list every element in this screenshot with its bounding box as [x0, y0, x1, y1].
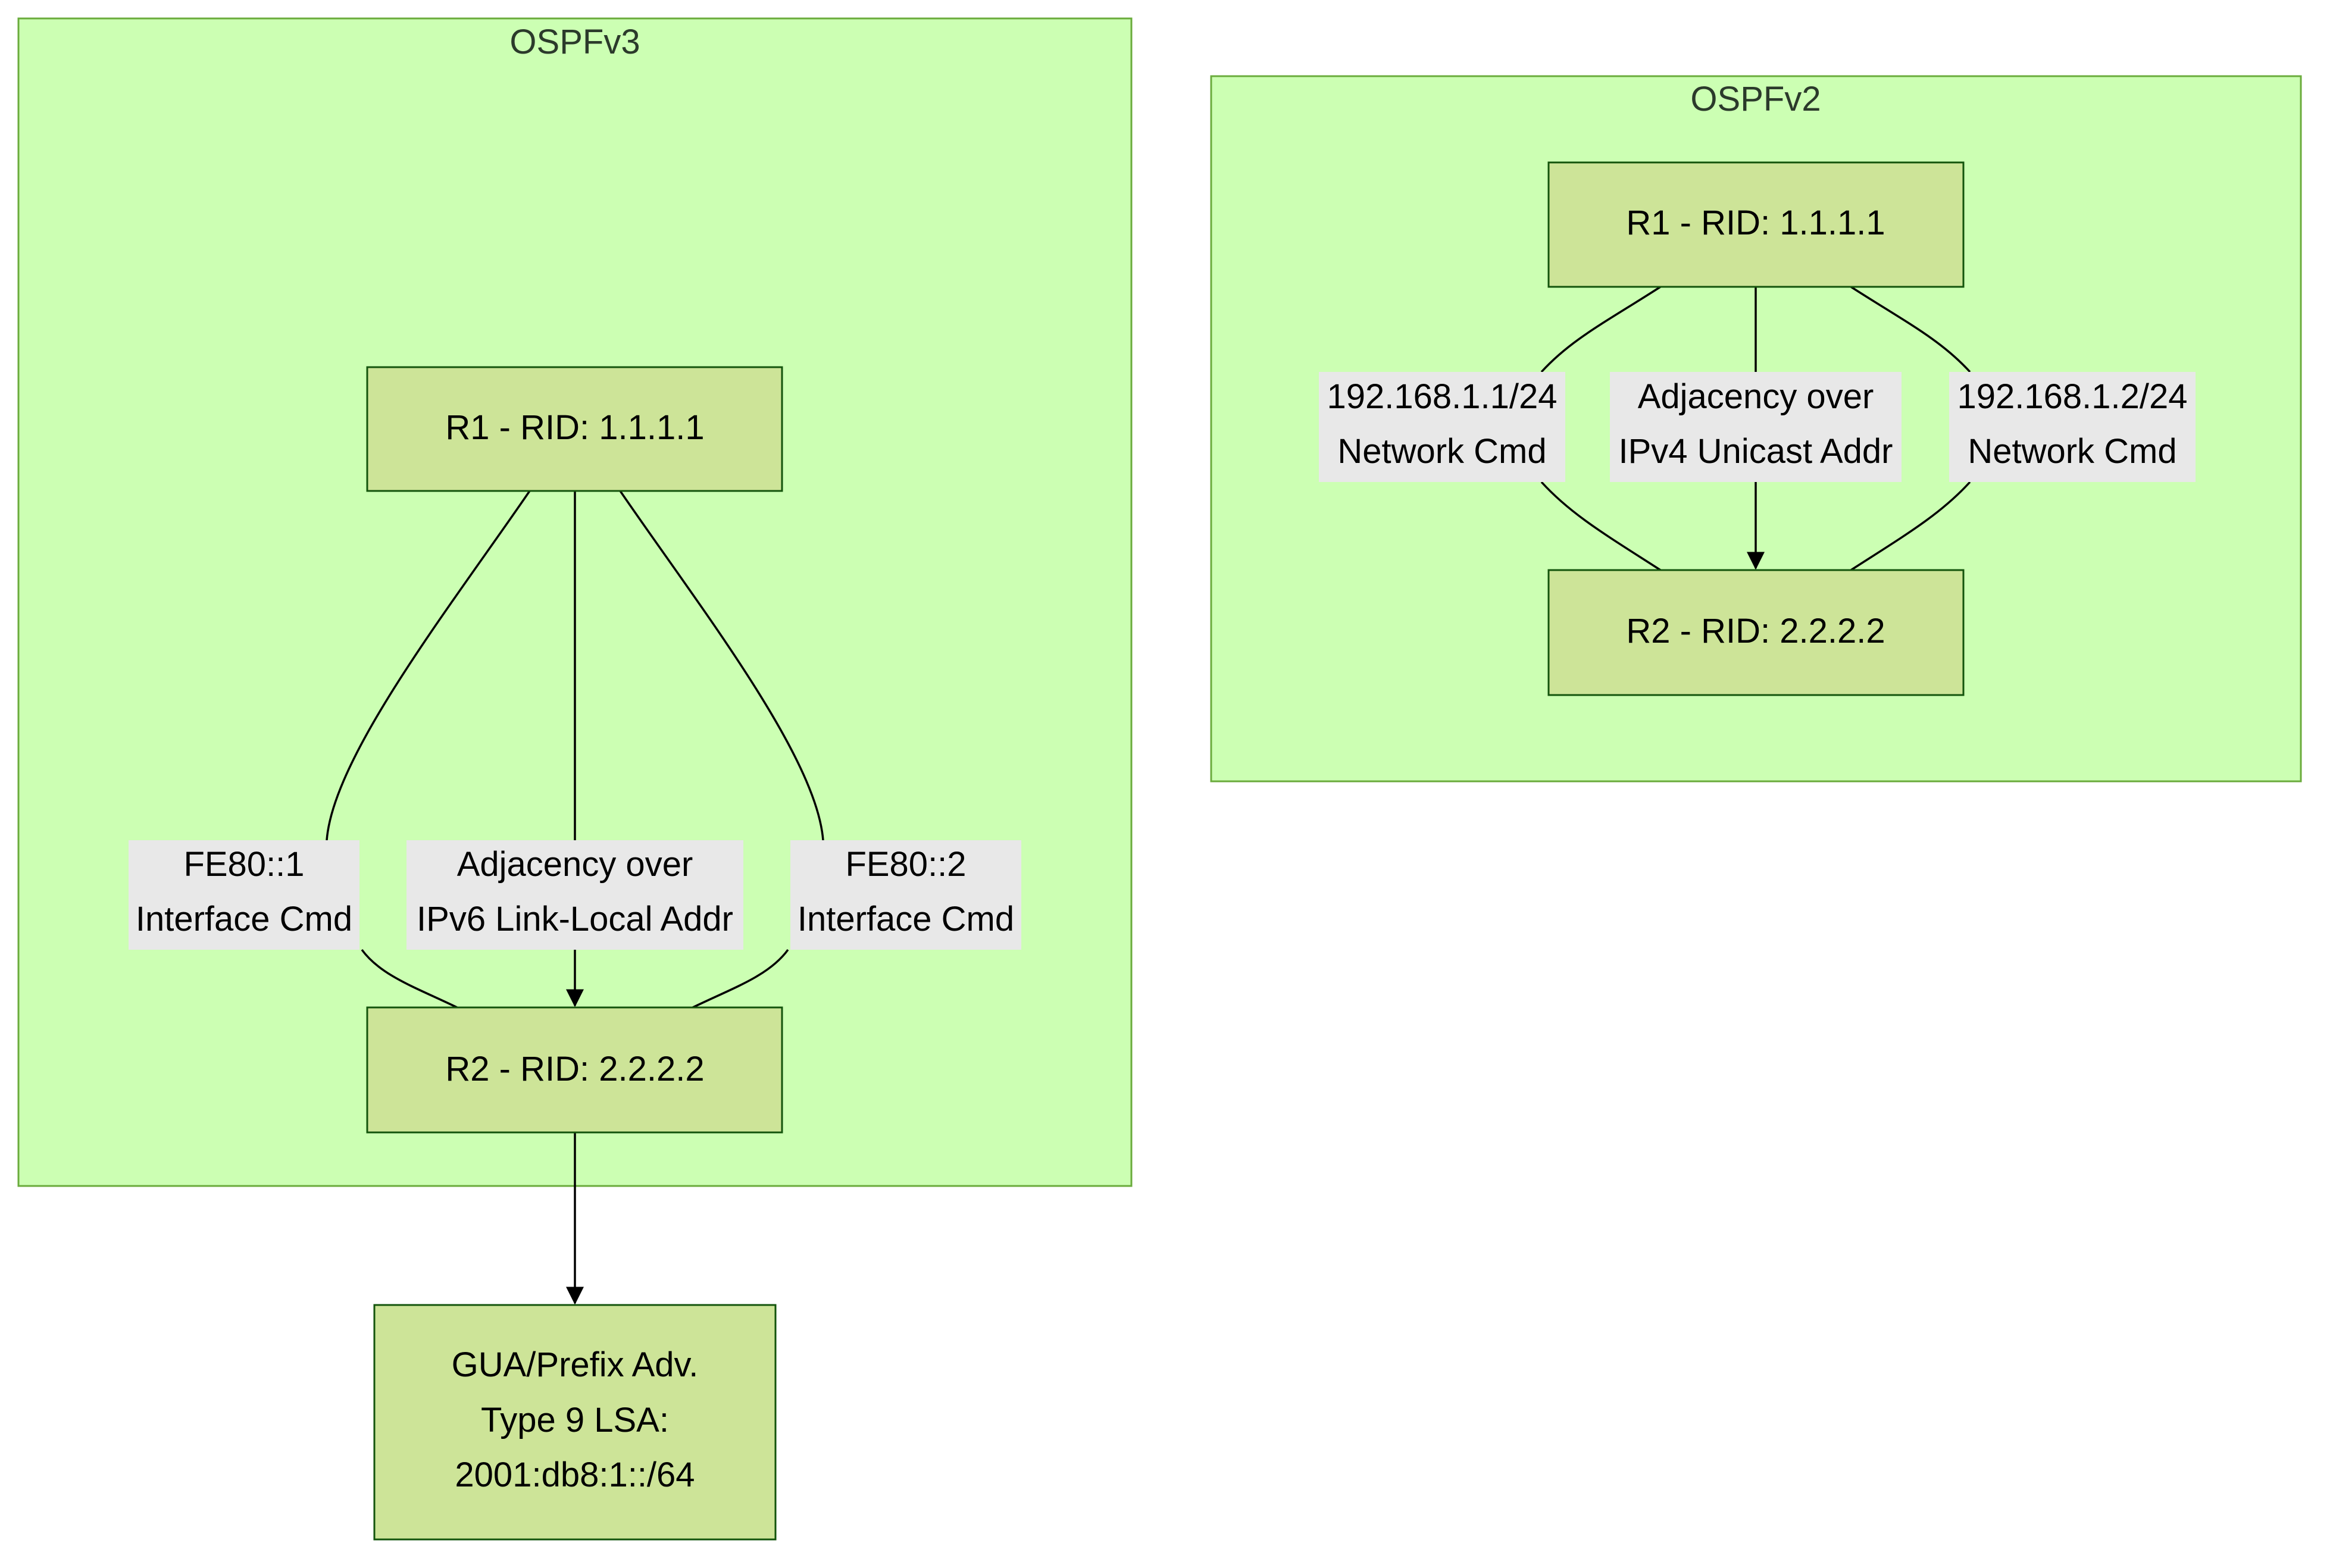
edge-label-v2-middle-line-1: Adjacency over — [1638, 377, 1874, 416]
node-v3-r1[interactable]: R1 - RID: 1.1.1.1 — [366, 366, 783, 492]
v2-edge-right — [1850, 286, 1971, 571]
node-gua-box[interactable] — [373, 1304, 777, 1541]
node-gua-line-2: Type 9 LSA: — [481, 1401, 669, 1439]
node-gua[interactable]: GUA/Prefix Adv. Type 9 LSA: 2001:db8:1::… — [373, 1304, 777, 1541]
node-v2-r2[interactable]: R2 - RID: 2.2.2.2 — [1547, 569, 1965, 696]
node-gua-line-1: GUA/Prefix Adv. — [452, 1345, 699, 1384]
v3-edge-left — [326, 490, 531, 1009]
ospfv2-edges — [1540, 286, 1971, 571]
node-v3-r1-box[interactable] — [366, 366, 783, 492]
node-v3-r2-label: R2 - RID: 2.2.2.2 — [445, 1050, 704, 1088]
edge-label-v2-right-line-1: 192.168.1.2/24 — [1957, 377, 2187, 416]
node-v3-r2-box[interactable] — [366, 1006, 783, 1134]
edge-label-v3-left: FE80::1 Interface Cmd — [129, 840, 359, 950]
cluster-ospfv3-title: OSPFv3 — [509, 23, 640, 61]
node-v2-r2-label: R2 - RID: 2.2.2.2 — [1626, 612, 1885, 650]
v2-edge-left — [1540, 286, 1661, 571]
edge-label-v2-right: 192.168.1.2/24 Network Cmd — [1949, 372, 2196, 482]
edge-label-v3-left-line-2: Interface Cmd — [136, 900, 352, 938]
edge-label-v2-middle: Adjacency over IPv4 Unicast Addr — [1610, 372, 1902, 482]
edge-label-v2-left-line-1: 192.168.1.1/24 — [1327, 377, 1557, 416]
edge-label-v3-middle-bg — [406, 840, 743, 950]
edge-label-v3-right-line-1: FE80::2 — [845, 845, 966, 884]
edge-label-v3-left-line-1: FE80::1 — [183, 845, 304, 884]
node-v2-r1-box[interactable] — [1547, 161, 1965, 288]
edge-label-v3-right-bg — [790, 840, 1021, 950]
edge-label-v2-right-bg — [1949, 372, 2196, 482]
cluster-ospfv2-title: OSPFv2 — [1690, 80, 1821, 118]
node-v2-r2-box[interactable] — [1547, 569, 1965, 696]
edge-label-v3-right-line-2: Interface Cmd — [798, 900, 1014, 938]
node-v3-r1-label: R1 - RID: 1.1.1.1 — [445, 408, 704, 447]
edge-label-v3-right: FE80::2 Interface Cmd — [790, 840, 1021, 950]
edge-label-v2-middle-line-2: IPv4 Unicast Addr — [1619, 432, 1893, 471]
edge-label-v3-middle-line-1: Adjacency over — [457, 845, 693, 884]
edge-label-v3-left-bg — [129, 840, 359, 950]
edge-label-v2-left: 192.168.1.1/24 Network Cmd — [1319, 372, 1565, 482]
v3-edge-right — [619, 490, 824, 1009]
edge-label-v2-left-line-2: Network Cmd — [1337, 432, 1546, 471]
edge-label-v2-left-bg — [1319, 372, 1565, 482]
edge-label-v2-right-line-2: Network Cmd — [1968, 432, 2176, 471]
ospfv3-edges — [326, 490, 824, 1305]
node-gua-line-3: 2001:db8:1::/64 — [455, 1456, 695, 1494]
node-v2-r1[interactable]: R1 - RID: 1.1.1.1 — [1547, 161, 1965, 288]
edge-label-v3-middle: Adjacency over IPv6 Link-Local Addr — [406, 840, 743, 950]
edge-label-v2-middle-bg — [1610, 372, 1902, 482]
edge-label-v3-middle-line-2: IPv6 Link-Local Addr — [417, 900, 733, 938]
node-v2-r1-label: R1 - RID: 1.1.1.1 — [1626, 204, 1885, 242]
node-v3-r2[interactable]: R2 - RID: 2.2.2.2 — [366, 1006, 783, 1134]
